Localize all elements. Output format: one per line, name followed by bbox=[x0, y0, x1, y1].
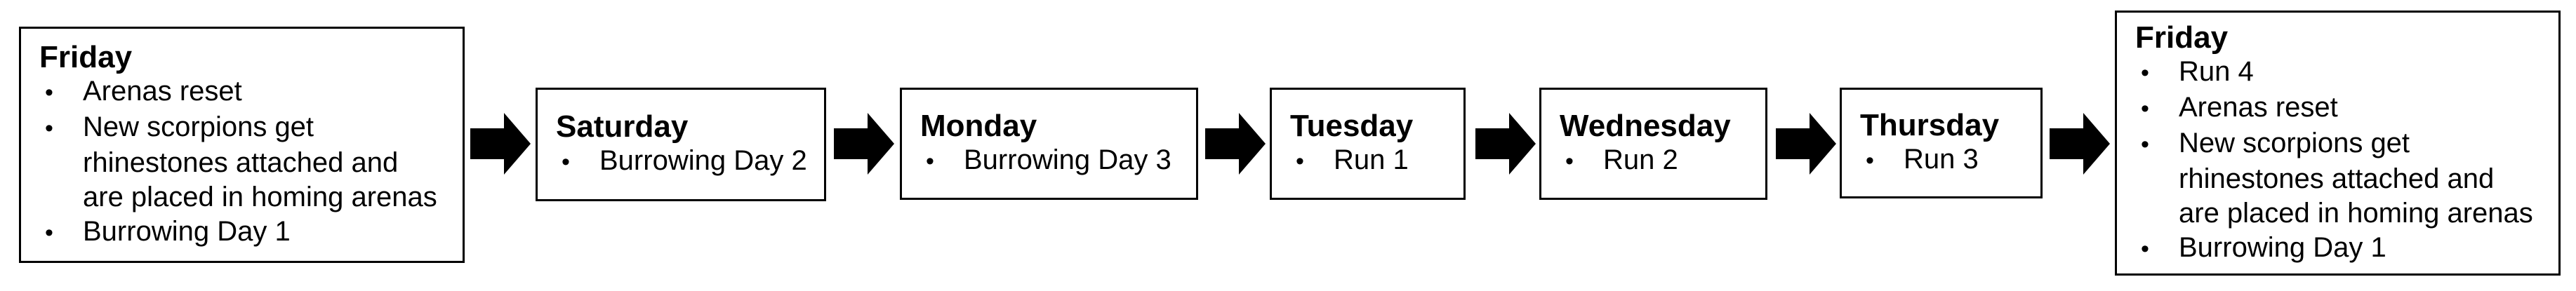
day-box-title: Friday bbox=[39, 39, 133, 74]
flow-arrow-right-icon bbox=[1205, 113, 1266, 175]
day-box-tuesday: Tuesday • Run 1 bbox=[1270, 88, 1466, 200]
bullet-marker: • bbox=[1296, 148, 1304, 175]
bullet-marker: • bbox=[45, 114, 53, 142]
bullet-item: • Burrowing Day 2 bbox=[556, 144, 820, 180]
bullet-text: rhinestones attached and bbox=[83, 147, 399, 178]
bullet-marker: • bbox=[1565, 148, 1574, 175]
bullet-item-continuation: are placed in homing arenas bbox=[39, 180, 458, 215]
day-box-title: Wednesday bbox=[1560, 109, 1731, 143]
day-box-title: Tuesday bbox=[1290, 109, 1414, 143]
bullet-item: • Burrowing Day 1 bbox=[39, 215, 458, 250]
day-box-friday-start: Friday • Arenas reset • New scorpions get rhi… bbox=[19, 27, 465, 263]
day-box-thursday: Thursday • Run 3 bbox=[1840, 88, 2043, 198]
flow-arrow-right-icon bbox=[834, 113, 894, 175]
bullet-item-continuation: rhinestones attached and bbox=[39, 146, 458, 180]
bullet-item: • New scorpions get bbox=[39, 110, 458, 146]
bullet-text: Run 3 bbox=[1904, 144, 1979, 175]
bullet-marker: • bbox=[562, 149, 570, 175]
bullet-text: Run 1 bbox=[1334, 144, 1409, 175]
flow-arrow-right-icon bbox=[1776, 113, 1836, 175]
bullet-text: Burrowing Day 1 bbox=[83, 215, 291, 247]
bullet-text: New scorpions get bbox=[83, 111, 314, 142]
bullet-text: Burrowing Day 2 bbox=[599, 145, 807, 176]
bullet-text: Run 2 bbox=[1603, 144, 1678, 175]
day-box-wednesday: Wednesday • Run 2 bbox=[1539, 88, 1767, 200]
bullet-text: Arenas reset bbox=[83, 75, 242, 107]
bullet-marker: • bbox=[2141, 95, 2149, 122]
bullet-marker: • bbox=[2141, 130, 2149, 158]
bullet-item: • Run 4 bbox=[2135, 55, 2554, 90]
bullet-item: • Burrowing Day 3 bbox=[920, 143, 1192, 179]
day-box-title: Saturday bbox=[556, 109, 689, 144]
bullet-marker: • bbox=[45, 79, 53, 106]
bullet-text: Burrowing Day 1 bbox=[2179, 231, 2386, 263]
bullet-text: are placed in homing arenas bbox=[2179, 197, 2533, 229]
bullet-marker: • bbox=[1866, 147, 1874, 174]
bullet-text: rhinestones attached and bbox=[2179, 163, 2495, 194]
bullet-item: • Run 1 bbox=[1290, 143, 1459, 179]
day-box-title: Monday bbox=[920, 109, 1037, 143]
bullet-item: • Arenas reset bbox=[39, 74, 458, 110]
bullet-text: Run 4 bbox=[2179, 55, 2254, 87]
bullet-item-continuation: rhinestones attached and bbox=[2135, 162, 2554, 196]
bullet-item: • Burrowing Day 1 bbox=[2135, 231, 2554, 266]
day-box-title: Thursday bbox=[1860, 108, 2000, 142]
bullet-text: New scorpions get bbox=[2179, 127, 2410, 158]
day-box-monday: Monday • Burrowing Day 3 bbox=[900, 88, 1198, 200]
day-box-title: Friday bbox=[2135, 20, 2229, 55]
flow-arrow-right-icon bbox=[1475, 113, 1536, 175]
bullet-text: Burrowing Day 3 bbox=[964, 144, 1171, 175]
bullet-text: are placed in homing arenas bbox=[83, 181, 437, 212]
bullet-text: Arenas reset bbox=[2179, 91, 2338, 123]
bullet-marker: • bbox=[45, 219, 53, 246]
day-box-friday-end: Friday • Run 4 • Arenas reset • New scorpions … bbox=[2115, 11, 2561, 276]
day-box-saturday: Saturday • Burrowing Day 2 bbox=[536, 88, 826, 201]
flow-arrow-right-icon bbox=[2050, 113, 2110, 175]
bullet-item: • New scorpions get bbox=[2135, 126, 2554, 162]
bullet-item: • Run 2 bbox=[1560, 143, 1761, 179]
bullet-marker: • bbox=[2141, 235, 2149, 262]
bullet-item: • Run 3 bbox=[1860, 142, 2036, 178]
bullet-marker: • bbox=[2141, 59, 2149, 86]
bullet-item: • Arenas reset bbox=[2135, 90, 2554, 126]
bullet-marker: • bbox=[926, 148, 934, 175]
bullet-item-continuation: are placed in homing arenas bbox=[2135, 196, 2554, 231]
flow-arrow-right-icon bbox=[470, 113, 531, 175]
